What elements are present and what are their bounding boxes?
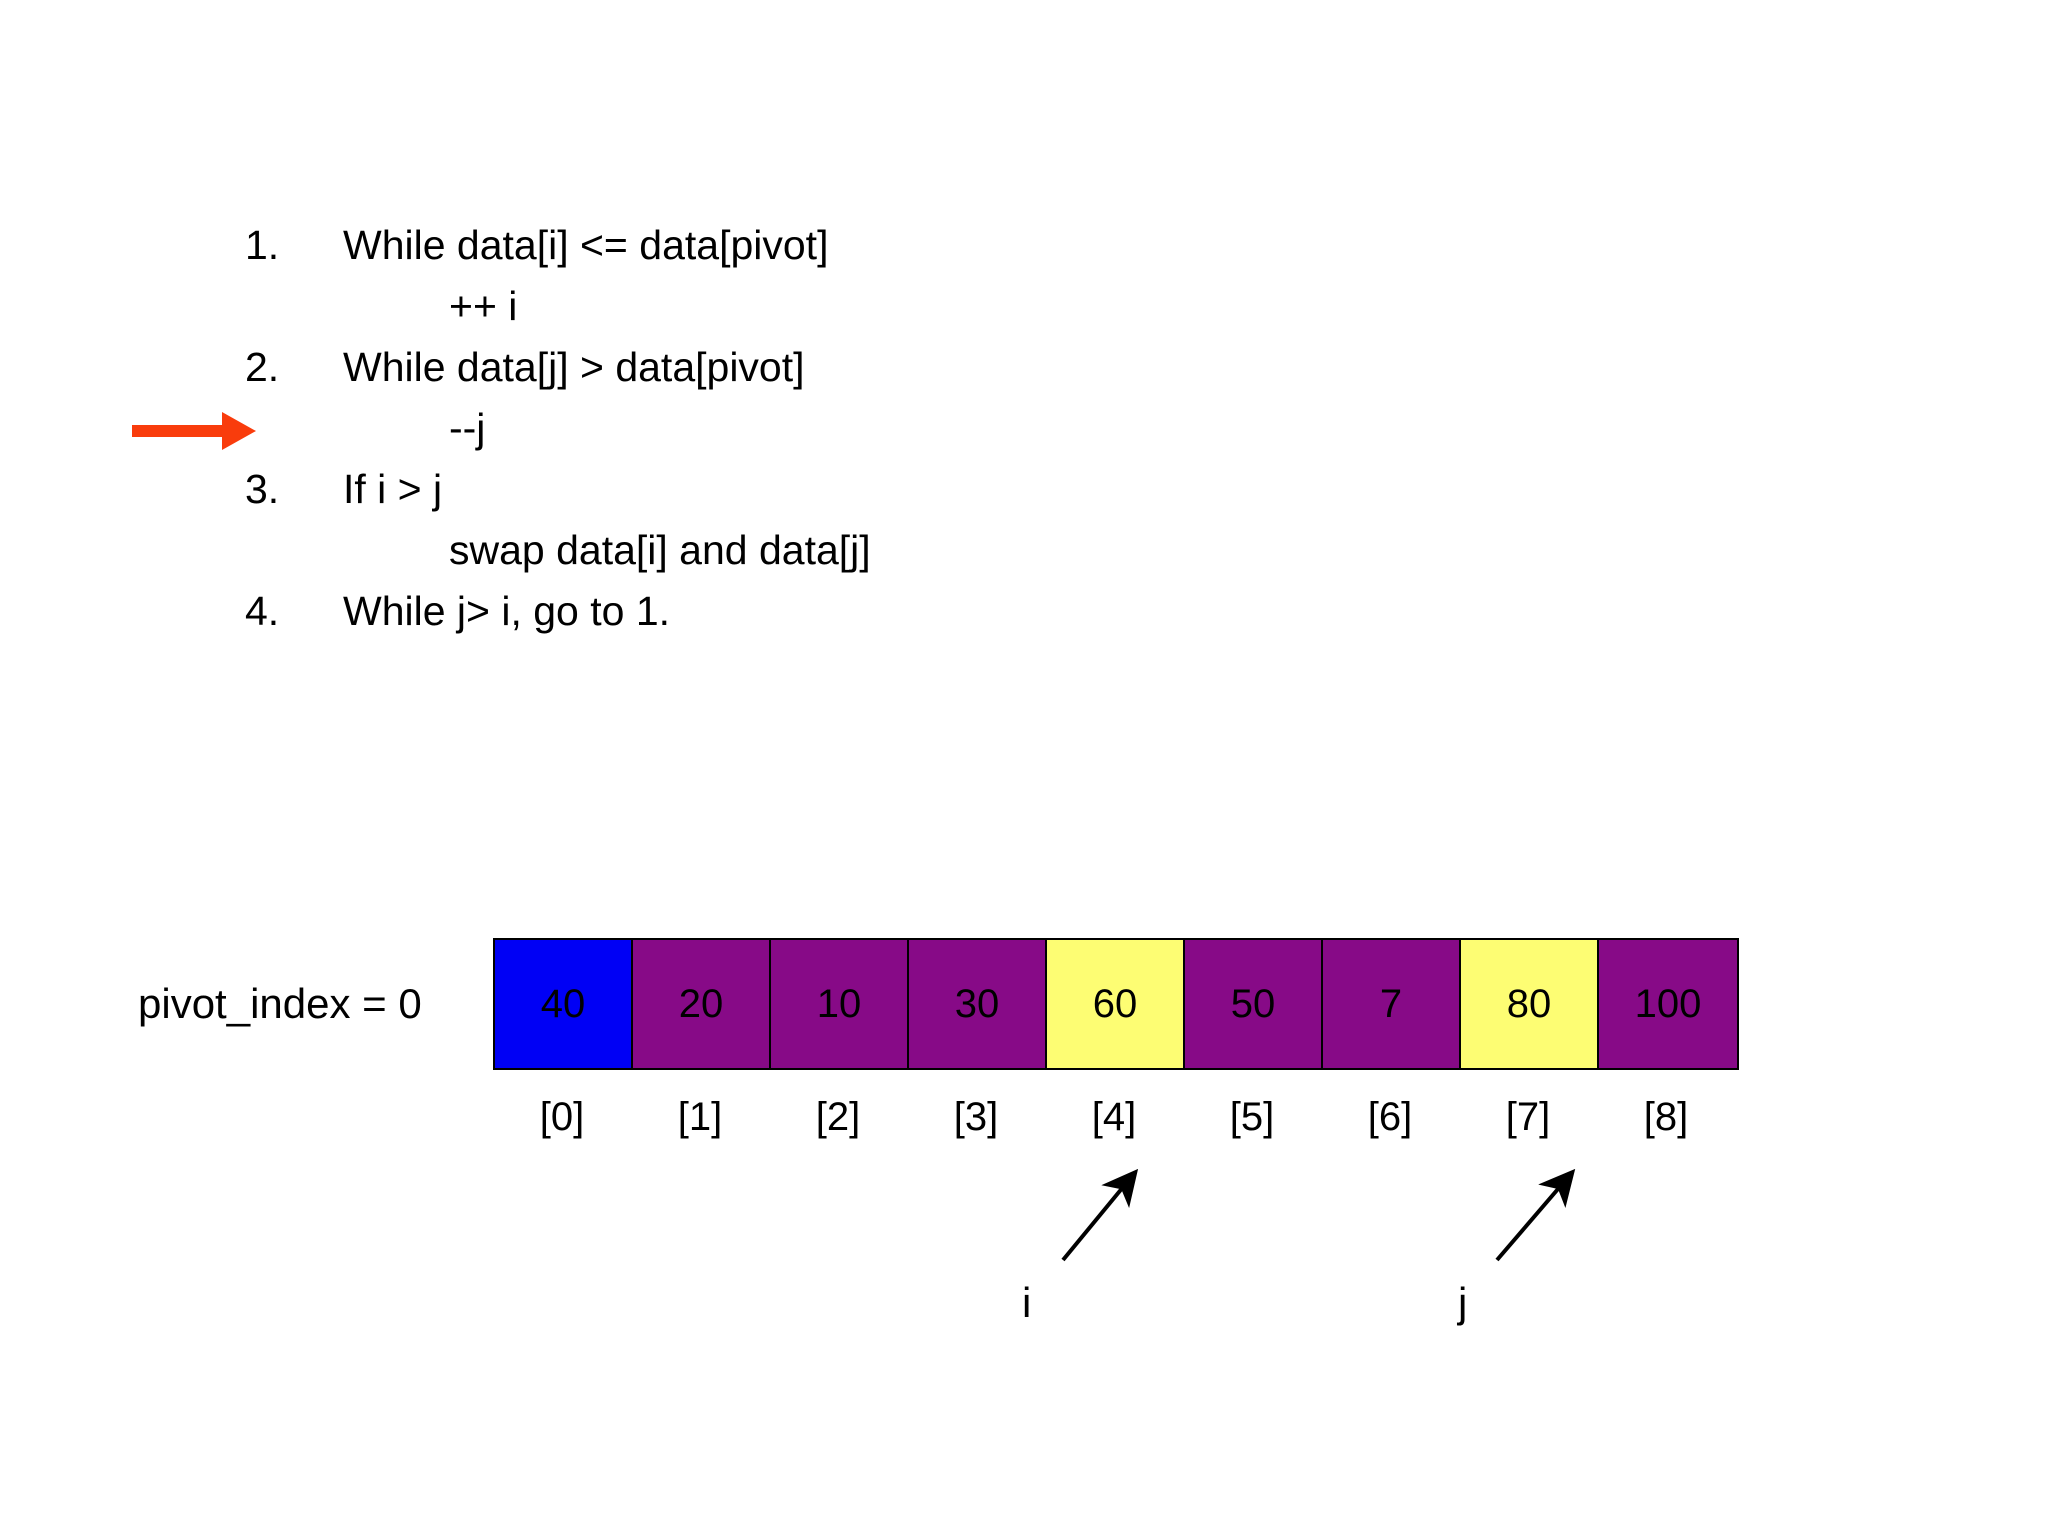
step-number: 3. — [245, 466, 280, 512]
array-index-label: [6] — [1367, 1095, 1413, 1139]
step-number: 1. — [245, 222, 280, 268]
array-cell[interactable]: 50 — [1185, 940, 1323, 1068]
algorithm-step: 2. While data[j] > data[pivot] — [245, 337, 1245, 398]
i-pointer-arrow-icon — [1061, 1168, 1139, 1262]
step-text: While data[j] > data[pivot] — [343, 344, 805, 390]
array-cell[interactable]: 60 — [1047, 940, 1185, 1068]
step-substatement: ++ i — [449, 283, 518, 329]
pivot-index-label: pivot_index = 0 — [138, 980, 422, 1027]
array-index-label: [0] — [539, 1095, 585, 1139]
index-pointer-arrows — [1061, 1168, 1576, 1262]
array-index-label: [5] — [1229, 1095, 1275, 1139]
array-index-label: [3] — [953, 1095, 999, 1139]
i-pointer-label: i — [1022, 1279, 1032, 1326]
array-index-label: [7] — [1505, 1095, 1551, 1139]
array-index-label: [4] — [1091, 1095, 1137, 1139]
step-text: If i > j — [343, 466, 443, 512]
array-index-label: [1] — [677, 1095, 723, 1139]
right-arrow-icon — [132, 412, 256, 450]
array-index-label: [8] — [1643, 1095, 1689, 1139]
j-pointer-label: j — [1458, 1279, 1468, 1326]
step-substatement: swap data[i] and data[j] — [449, 527, 871, 573]
algorithm-step: 3. If i > j — [245, 459, 1245, 520]
array-cell[interactable]: 7 — [1323, 940, 1461, 1068]
array-cells-row: 40 20 10 30 60 50 7 80 100 — [493, 938, 1739, 1070]
algorithm-steps-list: 1. While data[i] <= data[pivot] ++ i 2. … — [245, 215, 1245, 642]
array-cell[interactable]: 100 — [1599, 940, 1737, 1068]
step-substatement: --j — [449, 405, 486, 451]
j-pointer-arrow-icon — [1495, 1168, 1576, 1262]
step-text: While j> i, go to 1. — [343, 588, 671, 634]
step-number: 2. — [245, 344, 280, 390]
array-index-label: [2] — [815, 1095, 861, 1139]
algorithm-step: 1. While data[i] <= data[pivot] — [245, 215, 1245, 276]
array-cell[interactable]: 30 — [909, 940, 1047, 1068]
array-cell[interactable]: 80 — [1461, 940, 1599, 1068]
array-cell[interactable]: 40 — [495, 940, 633, 1068]
step-number: 4. — [245, 588, 280, 634]
array-index-row: [0] [1] [2] [3] [4] [5] [6] [7] [8] — [493, 1090, 1735, 1144]
algorithm-step: 4. While j> i, go to 1. — [245, 581, 1245, 642]
step-text: While data[i] <= data[pivot] — [343, 222, 829, 268]
array-cell[interactable]: 10 — [771, 940, 909, 1068]
array-cell[interactable]: 20 — [633, 940, 771, 1068]
